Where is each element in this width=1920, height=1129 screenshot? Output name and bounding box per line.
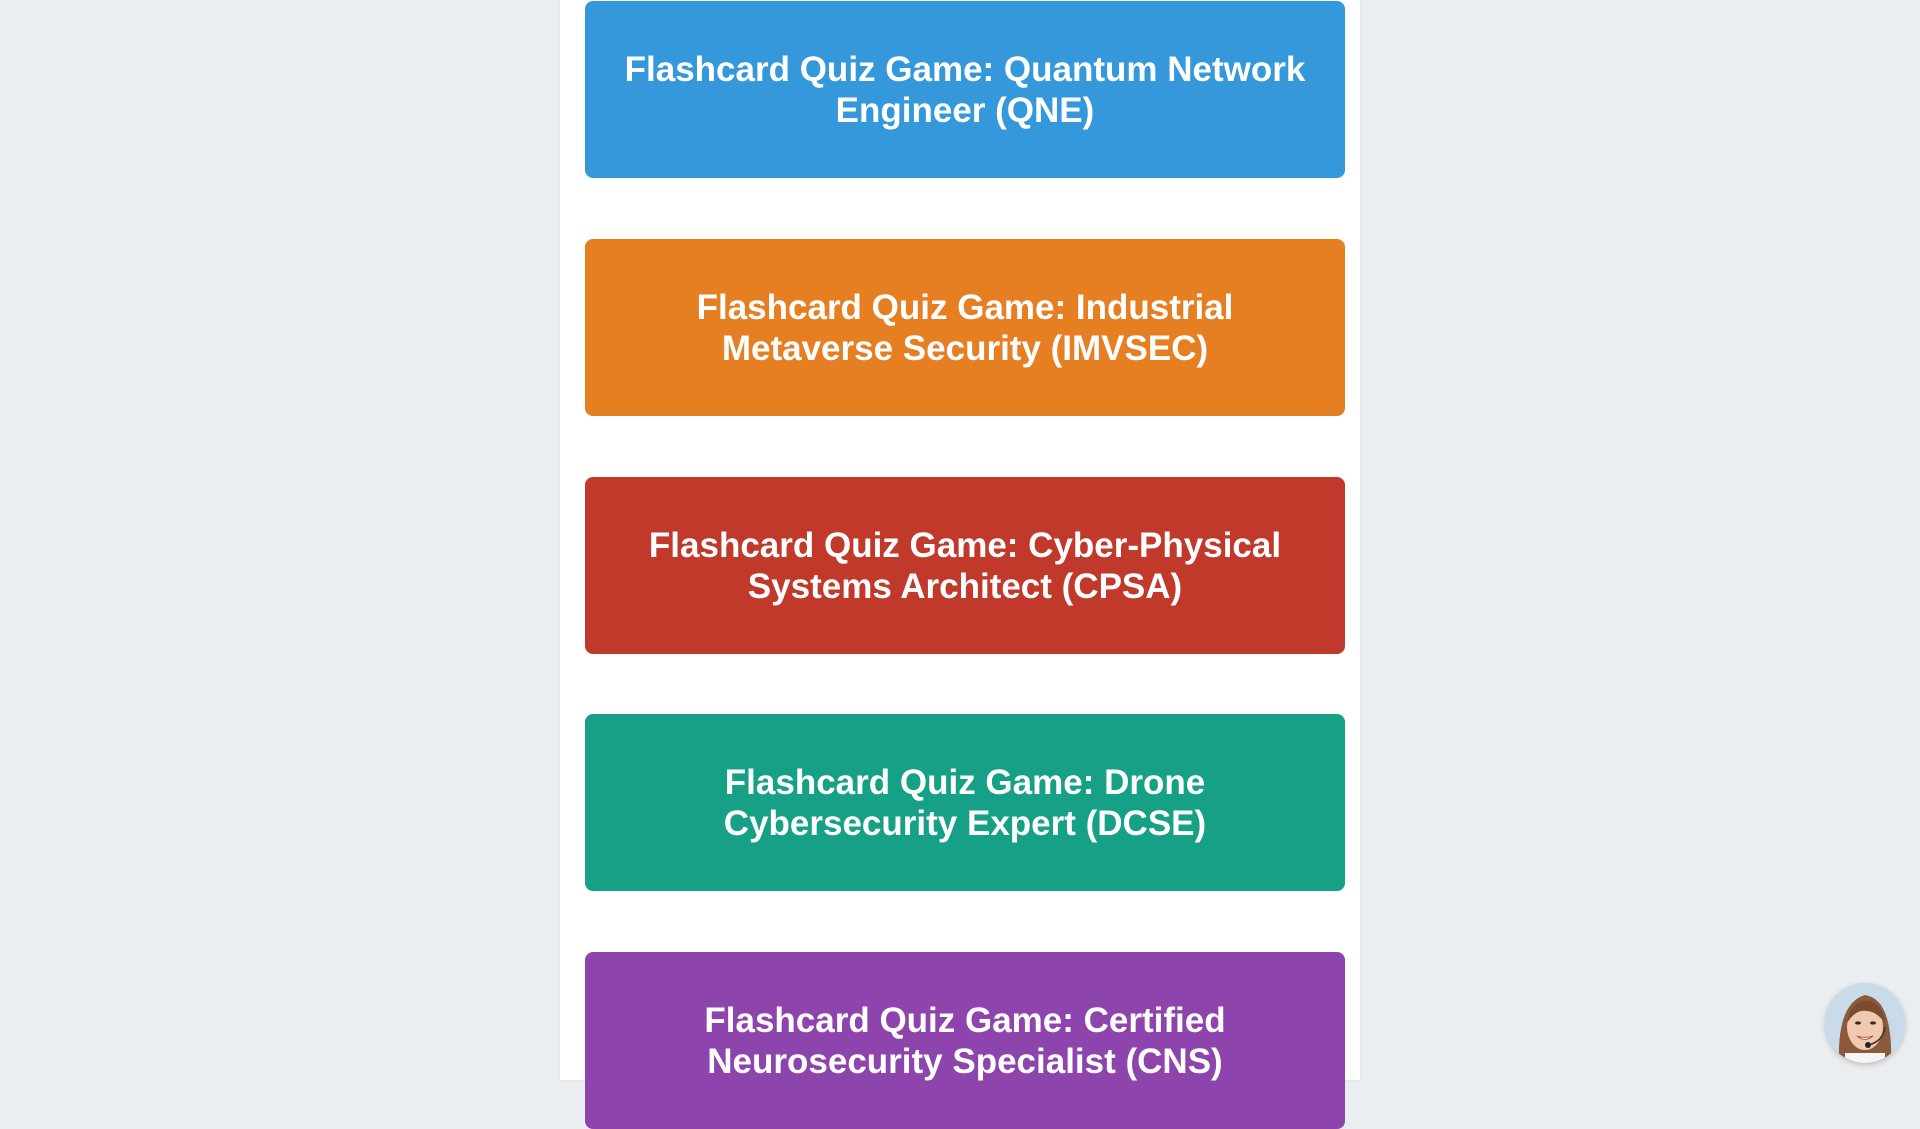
card-label: Flashcard Quiz Game: Certified Neurosecu…: [704, 1000, 1226, 1081]
card-label: Flashcard Quiz Game: Cyber-Physical Syst…: [648, 525, 1282, 606]
card-label: Flashcard Quiz Game: Industrial Metavers…: [696, 287, 1234, 368]
card-label: Flashcard Quiz Game: Quantum Network Eng…: [624, 49, 1306, 130]
quiz-card-cpsa[interactable]: Flashcard Quiz Game: Cyber-Physical Syst…: [585, 477, 1345, 654]
card-label: Flashcard Quiz Game: Drone Cybersecurity…: [723, 762, 1207, 843]
support-agent-avatar-icon: [1825, 983, 1905, 1063]
quiz-card-cns[interactable]: Flashcard Quiz Game: Certified Neurosecu…: [585, 952, 1345, 1129]
quiz-card-imvsec[interactable]: Flashcard Quiz Game: Industrial Metavers…: [585, 239, 1345, 416]
content-container: Flashcard Quiz Game: Quantum Network Eng…: [560, 0, 1360, 1129]
quiz-card-qne[interactable]: Flashcard Quiz Game: Quantum Network Eng…: [585, 1, 1345, 178]
quiz-card-dcse[interactable]: Flashcard Quiz Game: Drone Cybersecurity…: [585, 714, 1345, 891]
support-chat-avatar-button[interactable]: [1825, 983, 1905, 1063]
